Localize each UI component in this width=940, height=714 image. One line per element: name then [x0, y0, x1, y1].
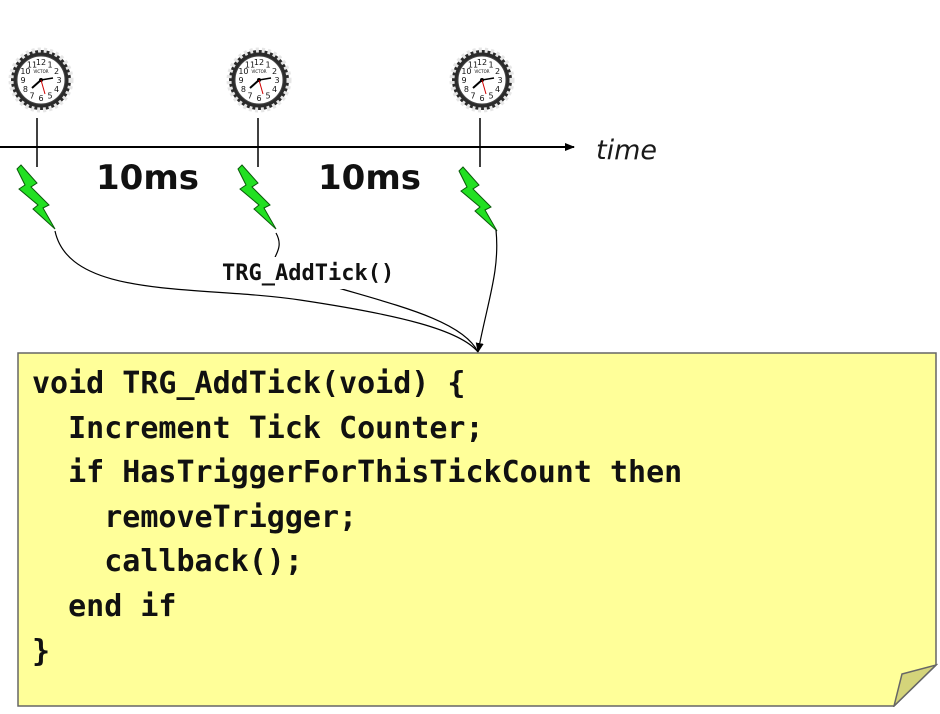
- clock-number: 12: [36, 58, 46, 67]
- code-line: end if: [32, 588, 177, 624]
- clock-number: 8: [464, 85, 469, 94]
- code-note-box: [17, 352, 938, 707]
- clock-number: 3: [56, 76, 61, 85]
- clock-number: 1: [47, 60, 52, 69]
- clock-number: 6: [256, 94, 261, 103]
- connector-line: [54, 230, 479, 353]
- code-block: void TRG_AddTick(void) { Increment Tick …: [32, 362, 682, 674]
- clock-brand: VICTOR: [474, 69, 489, 74]
- clock-number: 7: [247, 92, 252, 101]
- clock-number: 11: [468, 60, 478, 69]
- clock-number: 1: [488, 60, 493, 69]
- clock-brand: VICTOR: [33, 69, 48, 74]
- function-label: TRG_AddTick(): [222, 261, 394, 286]
- clock-hand: [258, 77, 272, 81]
- clock-number: 8: [241, 85, 246, 94]
- connector-line: [273, 232, 479, 353]
- clock-number: 9: [461, 76, 466, 85]
- clock-hand: [481, 79, 487, 95]
- clock-number: 10: [238, 67, 248, 76]
- function-label-background: [214, 257, 464, 289]
- clock-number: 11: [27, 60, 37, 69]
- clock-number: 5: [47, 92, 52, 101]
- clock-number: 5: [488, 92, 493, 101]
- interval-label: 10ms: [96, 158, 199, 198]
- clock-hand: [258, 79, 264, 95]
- clock-hand: [40, 77, 54, 81]
- clock-number: 8: [23, 85, 28, 94]
- clock-number: 4: [54, 85, 59, 94]
- clock-hand: [40, 79, 46, 95]
- code-line: if HasTriggerForThisTickCount then: [32, 455, 683, 491]
- clock-hand: [249, 79, 260, 89]
- clock-number: 1: [265, 60, 270, 69]
- clock-number: 4: [495, 85, 500, 94]
- clock-brand: VICTOR: [251, 69, 266, 74]
- lightning-icon: [458, 166, 498, 232]
- clock-number: 2: [54, 67, 59, 76]
- lightning-icon: [16, 164, 56, 230]
- clock-number: 6: [479, 94, 484, 103]
- lightning-icon: [237, 164, 277, 230]
- code-line: void TRG_AddTick(void) {: [32, 366, 466, 401]
- clock-number: 12: [254, 58, 264, 67]
- clock-number: 6: [38, 94, 43, 103]
- clock-hand: [481, 77, 495, 81]
- clock-number: 7: [29, 92, 34, 101]
- folded-corner: [892, 663, 938, 707]
- clock-number: 7: [470, 92, 475, 101]
- code-line: removeTrigger;: [32, 499, 358, 535]
- clock-number: 3: [274, 76, 279, 85]
- clock-hand: [31, 79, 42, 89]
- code-line: callback();: [32, 544, 303, 580]
- clock-number: 2: [495, 67, 500, 76]
- clock-hand: [472, 79, 483, 89]
- clock-number: 9: [20, 76, 25, 85]
- clock-number: 4: [272, 85, 277, 94]
- clock-number: 2: [272, 67, 277, 76]
- clock-number: 12: [477, 58, 487, 67]
- code-line: }: [32, 633, 51, 669]
- clock-number: 5: [265, 92, 270, 101]
- clock-number: 10: [461, 67, 471, 76]
- code-line: Increment Tick Counter;: [32, 410, 484, 446]
- clock-number: 10: [20, 67, 30, 76]
- interval-label: 10ms: [318, 158, 421, 198]
- clock-number: 3: [497, 76, 502, 85]
- clock-number: 9: [238, 76, 243, 85]
- time-axis-label: time: [596, 135, 657, 166]
- connector-line: [475, 229, 498, 353]
- clock-number: 11: [245, 60, 255, 69]
